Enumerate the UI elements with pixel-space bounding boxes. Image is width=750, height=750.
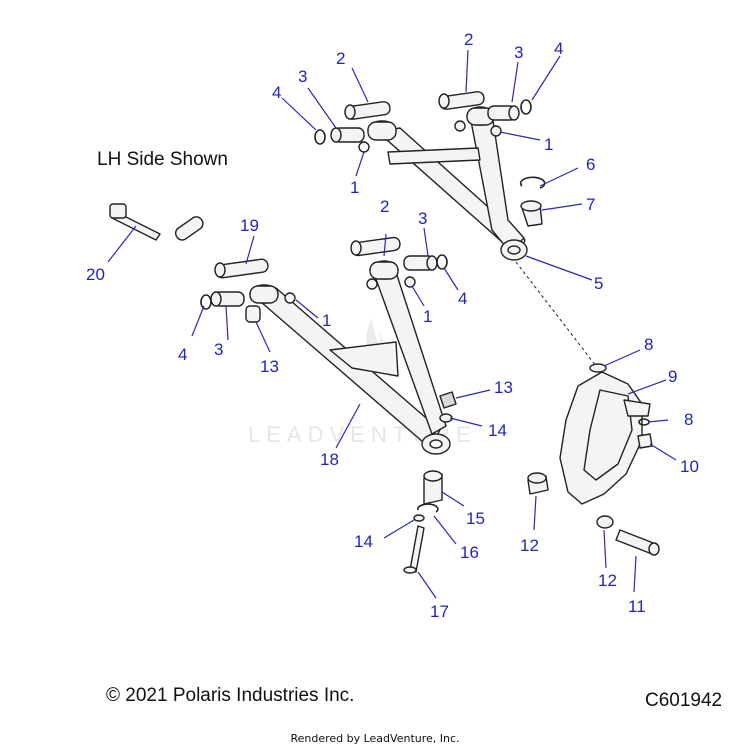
callout-3: 3 bbox=[514, 43, 523, 62]
callout-12: 12 bbox=[520, 536, 539, 555]
upper-arm-hardware bbox=[314, 91, 546, 227]
callout-15: 15 bbox=[466, 509, 485, 528]
callout-6: 6 bbox=[586, 155, 595, 174]
upper-a-arm bbox=[367, 106, 528, 261]
drawing-number: C601942 bbox=[645, 690, 723, 711]
callout-19: 19 bbox=[240, 216, 259, 235]
callout-13: 13 bbox=[494, 378, 513, 397]
view-note: LH Side Shown bbox=[97, 149, 228, 170]
callout-3: 3 bbox=[214, 340, 223, 359]
callout-2: 2 bbox=[380, 197, 389, 216]
callout-2: 2 bbox=[336, 49, 345, 68]
callout-4: 4 bbox=[272, 83, 281, 102]
callout-1: 1 bbox=[423, 307, 432, 326]
callout-7: 7 bbox=[586, 195, 595, 214]
callout-1: 1 bbox=[350, 178, 359, 197]
callout-11: 11 bbox=[628, 597, 646, 616]
callout-13: 13 bbox=[260, 357, 279, 376]
callout-3: 3 bbox=[298, 67, 307, 86]
copyright-notice: © 2021 Polaris Industries Inc. bbox=[106, 685, 355, 706]
loose-pins bbox=[109, 203, 204, 241]
callouts: 1 1 1 1 2 2 2 3 3 3 3 4 4 4 4 5 6 7 8 8 … bbox=[86, 30, 699, 621]
callout-4: 4 bbox=[458, 289, 467, 308]
callout-5: 5 bbox=[594, 274, 603, 293]
callout-3: 3 bbox=[418, 209, 427, 228]
callout-1: 1 bbox=[322, 311, 331, 330]
leader-lines bbox=[107, 49, 677, 599]
callout-20: 20 bbox=[86, 265, 105, 284]
callout-8: 8 bbox=[684, 410, 693, 429]
steering-knuckle bbox=[527, 363, 660, 556]
callout-14: 14 bbox=[488, 421, 507, 440]
rendered-by-credit: Rendered by LeadVenture, Inc. bbox=[290, 732, 460, 745]
callout-4: 4 bbox=[554, 39, 563, 58]
callout-8: 8 bbox=[644, 335, 653, 354]
callout-1: 1 bbox=[544, 135, 553, 154]
callout-12: 12 bbox=[598, 571, 617, 590]
callout-17: 17 bbox=[430, 602, 449, 621]
ball-joint bbox=[403, 470, 443, 574]
callout-18: 18 bbox=[320, 450, 339, 469]
callout-4: 4 bbox=[178, 345, 187, 364]
callout-2: 2 bbox=[464, 30, 473, 49]
lower-a-arm bbox=[249, 260, 451, 455]
callout-9: 9 bbox=[668, 367, 677, 386]
lower-arm-hardware bbox=[200, 236, 457, 423]
callout-10: 10 bbox=[680, 457, 699, 476]
callout-16: 16 bbox=[460, 543, 479, 562]
callout-14: 14 bbox=[354, 532, 373, 551]
assembly-line bbox=[515, 261, 597, 367]
